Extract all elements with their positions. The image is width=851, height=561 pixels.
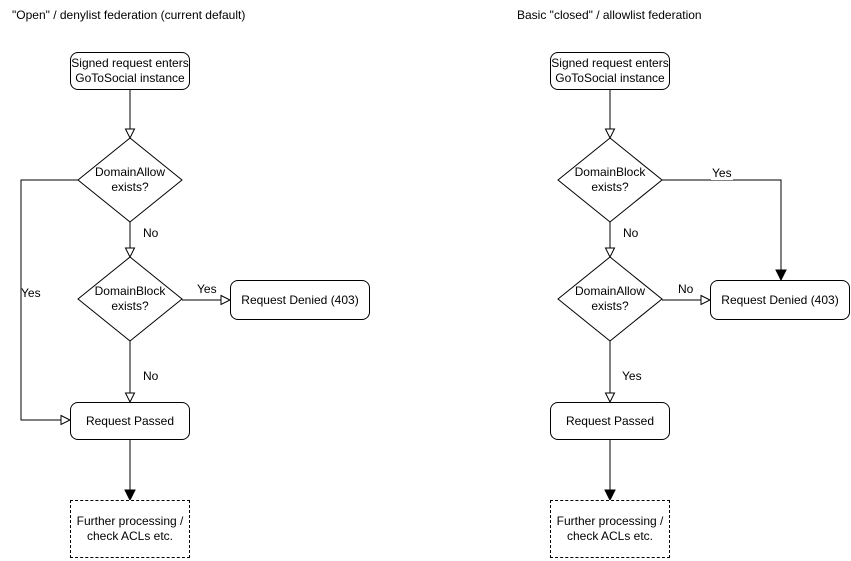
decision-diamond-closed-domainblock	[557, 137, 663, 223]
node-open-further-processing: Further processing / check ACLs etc.	[70, 500, 190, 558]
decision-diamond-open-domainblock	[77, 256, 183, 342]
decision-diamond-open-domainallow	[77, 137, 183, 223]
edge-open-domainallow-yes-loop	[20, 179, 78, 426]
edge-label-closed-allow-no: No	[677, 282, 695, 296]
edge-label-open-block-no: No	[142, 369, 160, 383]
node-open-request-passed: Request Passed	[70, 402, 190, 440]
node-closed-further-processing: Further processing / check ACLs etc.	[550, 500, 670, 558]
edge-label-open-allow-yes: Yes	[21, 286, 41, 300]
edge-label-closed-allow-yes: Yes	[621, 369, 643, 383]
decision-diamond-closed-domainallow	[557, 256, 663, 342]
chart-title-closed-federation: Basic "closed" / allowlist federation	[517, 8, 702, 22]
node-closed-request-denied: Request Denied (403)	[710, 280, 850, 320]
node-open-start: Signed request enters GoToSocial instanc…	[70, 52, 190, 90]
edge-label-closed-block-no: No	[622, 226, 640, 240]
edge-label-closed-block-yes: Yes	[711, 166, 733, 180]
edge-closed-domainblock-yes	[662, 179, 787, 282]
node-open-request-denied: Request Denied (403)	[230, 280, 370, 320]
edge-label-open-block-yes: Yes	[196, 282, 218, 296]
edge-label-open-allow-no: No	[142, 226, 160, 240]
chart-title-open-federation: "Open" / denylist federation (current de…	[12, 8, 246, 22]
node-closed-request-passed: Request Passed	[550, 402, 670, 440]
node-closed-start: Signed request enters GoToSocial instanc…	[550, 52, 670, 90]
